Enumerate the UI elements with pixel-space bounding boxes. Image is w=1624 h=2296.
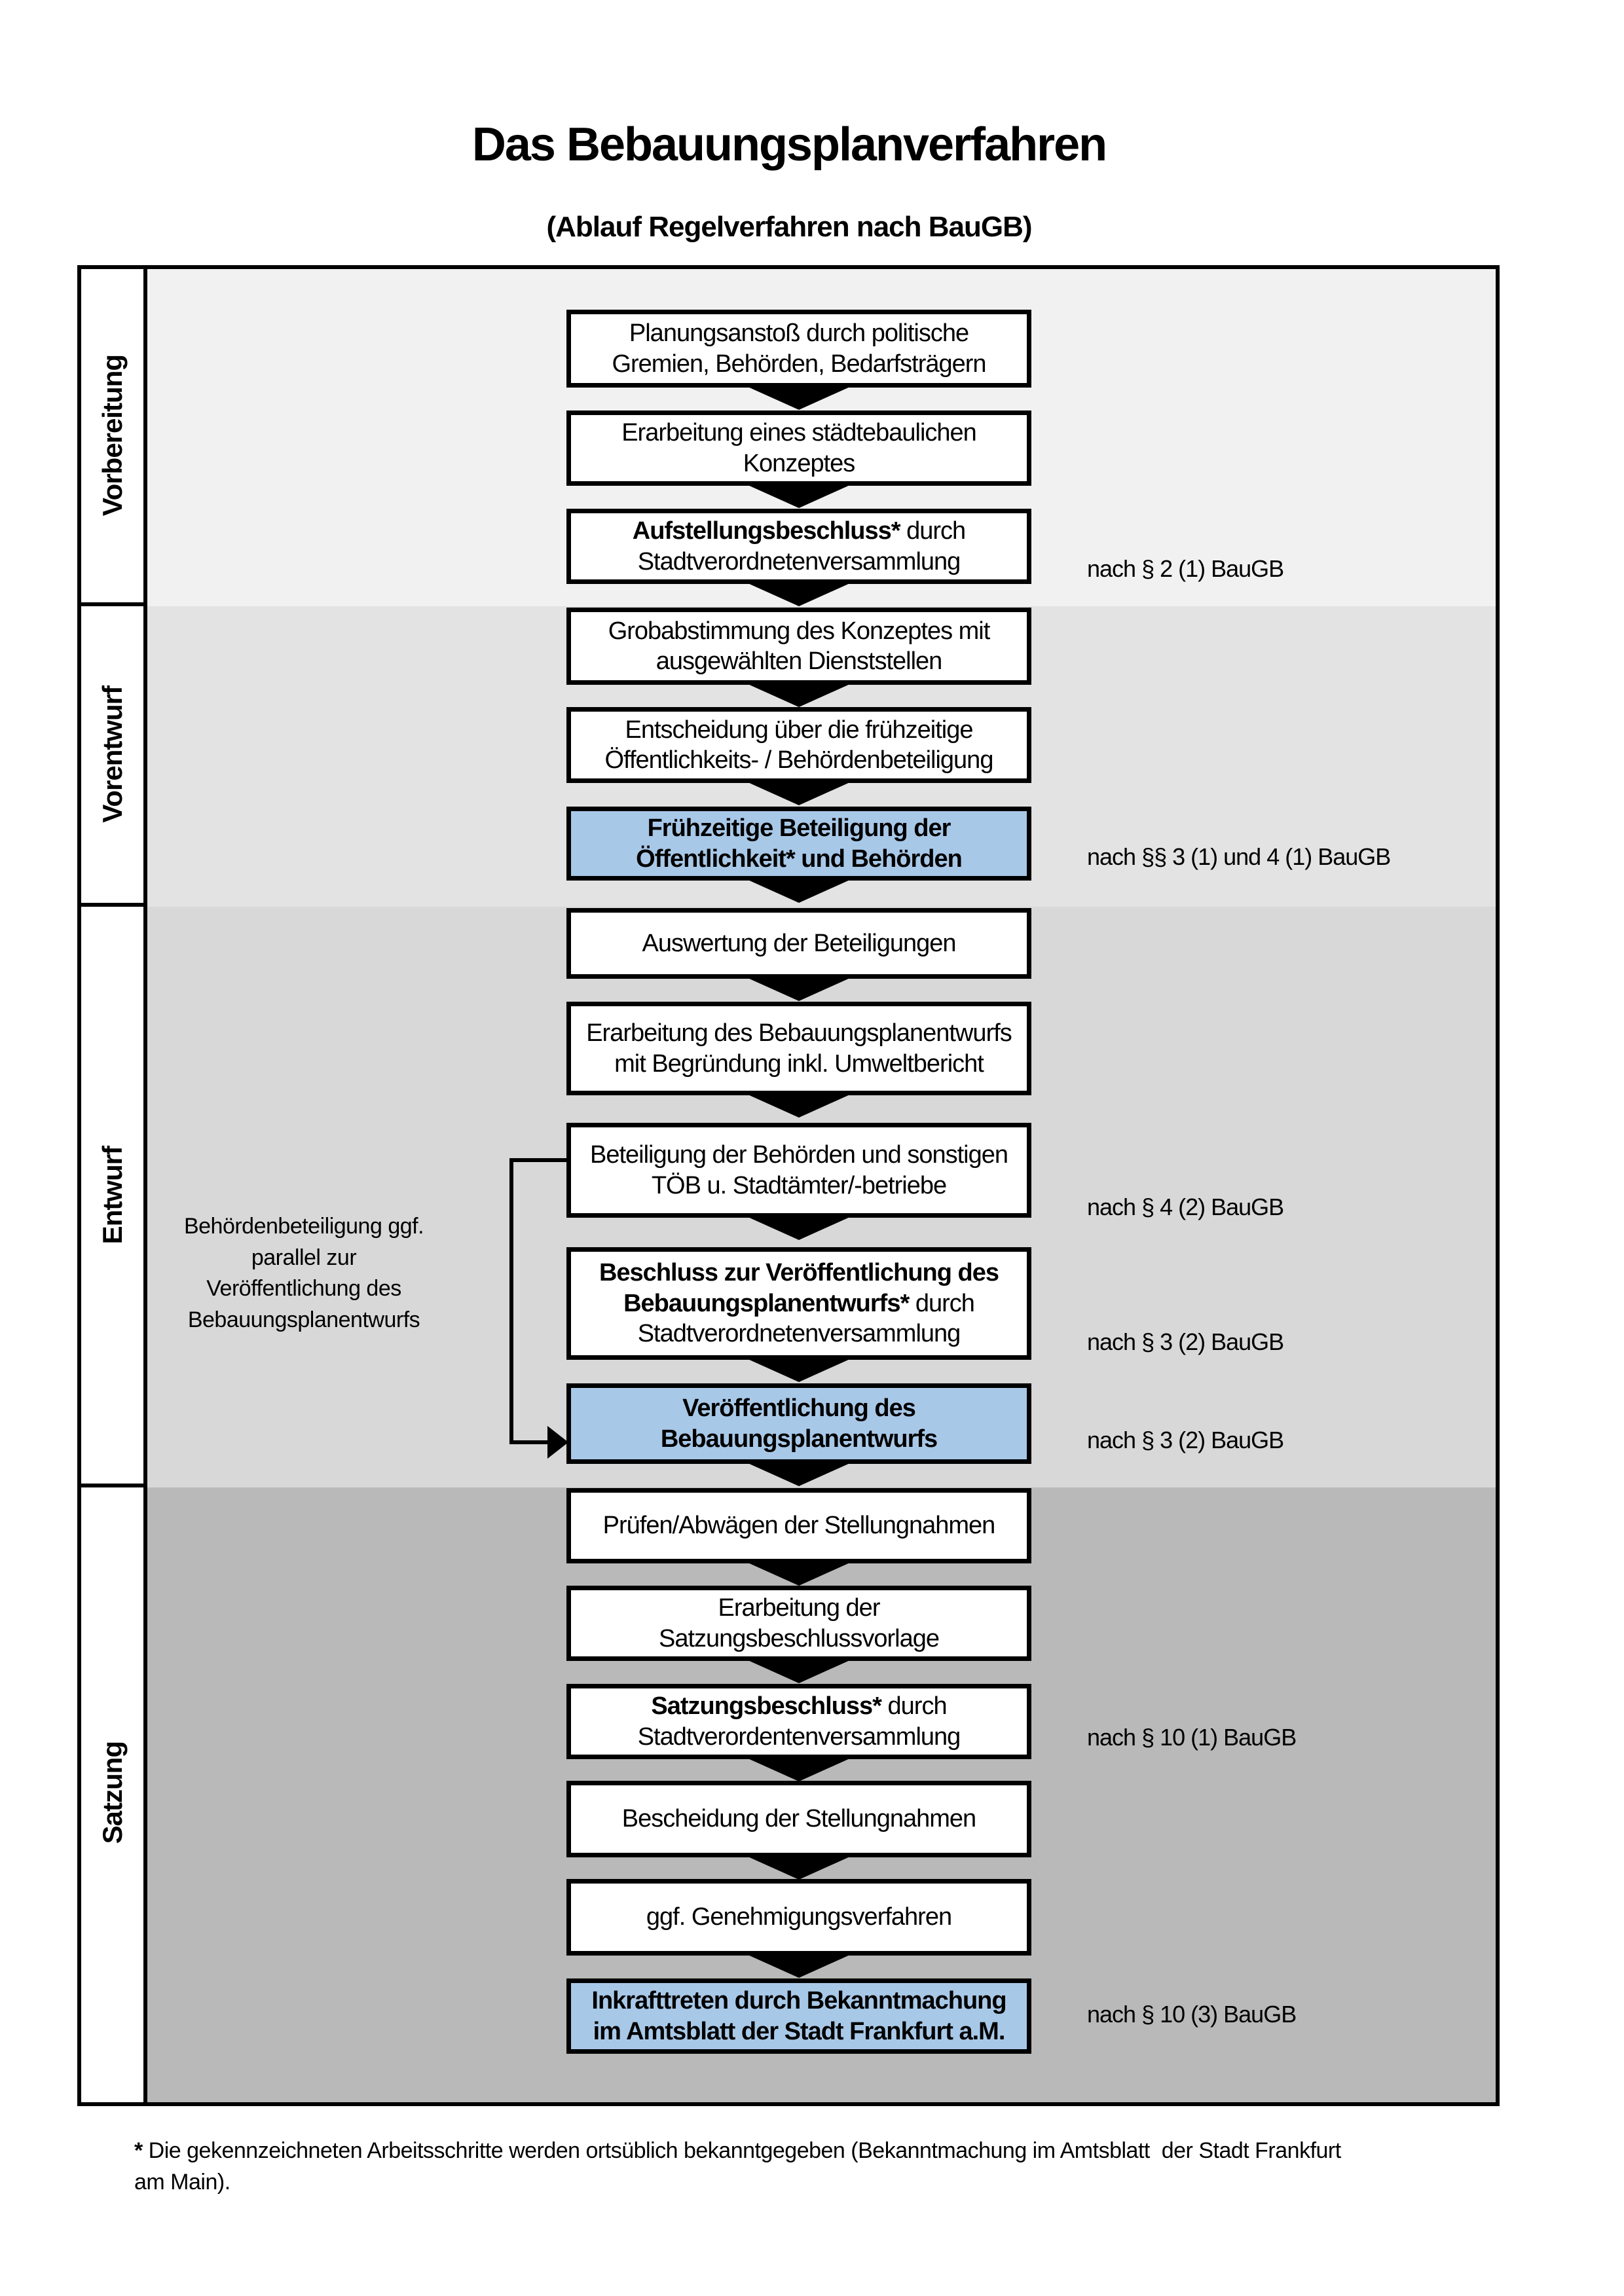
flow-box-text: Erarbeitung der Satzungsbeschlussvorlage: [658, 1594, 940, 1652]
page-subtitle: (Ablauf Regelverfahren nach BauGB): [546, 211, 1032, 243]
phase-label-entwurf: Entwurf: [96, 1146, 128, 1245]
flow-arrow-down-icon: [747, 1562, 851, 1586]
flow-box-text: Aufstellungsbeschluss* durch Stadtverord…: [632, 517, 966, 575]
legal-reference: nach §§ 3 (1) und 4 (1) BauGB: [1087, 843, 1391, 870]
flow-box-text: Veröffentlichung des Bebauungsplanentwur…: [660, 1394, 938, 1453]
flow-box-erarbeitung-entwurf: Erarbeitung des Bebauungsplanentwurfs mi…: [566, 1002, 1031, 1095]
connector-line-top: [509, 1158, 566, 1162]
connector-arrow-right-icon: [547, 1426, 568, 1459]
flow-arrow-down-icon: [747, 1216, 851, 1240]
legal-reference: nach § 10 (1) BauGB: [1087, 1724, 1297, 1751]
flow-box-planungsanstoss: Planungsanstoß durch politische Gremien,…: [566, 310, 1031, 388]
flow-arrow-down-icon: [747, 583, 851, 606]
flow-box-pruefen-abwaegen: Prüfen/Abwägen der Stellungnahmen: [566, 1488, 1031, 1563]
side-note-parallel-beteiligung: Behördenbeteiligung ggf. parallel zur Ve…: [183, 1214, 424, 1332]
legal-reference: nach § 10 (3) BauGB: [1087, 2001, 1297, 2028]
legal-reference: nach § 2 (1) BauGB: [1087, 555, 1284, 582]
flow-box-satzungsbeschluss: Satzungsbeschluss* durch Stadtverordente…: [566, 1684, 1031, 1759]
flow-box-aufstellungsbeschluss: Aufstellungsbeschluss* durch Stadtverord…: [566, 509, 1031, 584]
flow-box-grobabstimmung: Grobabstimmung des Konzeptes mit ausgewä…: [566, 608, 1031, 685]
phase-label-satzung: Satzung: [96, 1741, 128, 1844]
flow-box-text: Satzungsbeschluss* durch Stadtverordente…: [637, 1692, 961, 1751]
flow-box-text: Prüfen/Abwägen der Stellungnahmen: [602, 1512, 996, 1540]
flow-box-bescheidung: Bescheidung der Stellungnahmen: [566, 1781, 1031, 1857]
phase-cell-vorentwurf: Vorentwurf: [81, 606, 143, 907]
legal-reference: nach § 3 (2) BauGB: [1087, 1328, 1284, 1355]
connector-line-vertical: [509, 1158, 513, 1444]
flow-box-text: ggf. Genehmigungsverfahren: [646, 1903, 952, 1931]
flow-box-text: Beschluss zur Veröffentlichung des Bebau…: [599, 1259, 999, 1348]
flow-arrow-down-icon: [747, 1094, 851, 1118]
phase-cell-vorbereitung: Vorbereitung: [81, 269, 143, 606]
flow-box-satzungsbeschlussvorlage: Erarbeitung der Satzungsbeschlussvorlage: [566, 1586, 1031, 1661]
flow-box-text: Grobabstimmung des Konzeptes mit ausgewä…: [608, 617, 991, 675]
flow-box-veroeffentlichung: Veröffentlichung des Bebauungsplanentwur…: [566, 1383, 1031, 1464]
flow-box-inkrafttreten: Inkrafttreten durch Bekanntmachung im Am…: [566, 1978, 1031, 2054]
connector-line-bottom: [509, 1440, 549, 1444]
flow-box-text: Entscheidung über die frühzeitige Öffent…: [604, 716, 994, 774]
flow-arrow-down-icon: [747, 1463, 851, 1486]
flow-box-beschluss-veroeffentlichung: Beschluss zur Veröffentlichung des Bebau…: [566, 1247, 1031, 1360]
phase-label-vorbereitung: Vorbereitung: [96, 355, 128, 517]
legal-reference: nach § 3 (2) BauGB: [1087, 1427, 1284, 1453]
flow-box-genehmigungsverfahren: ggf. Genehmigungsverfahren: [566, 1879, 1031, 1956]
flow-box-auswertung: Auswertung der Beteiligungen: [566, 908, 1031, 979]
flow-arrow-down-icon: [747, 386, 851, 410]
flow-box-text: Planungsanstoß durch politische Gremien,…: [612, 319, 986, 378]
footnote: * Die gekennzeichneten Arbeitsschritte w…: [134, 2136, 1365, 2198]
flow-arrow-down-icon: [747, 683, 851, 707]
flow-arrow-down-icon: [747, 484, 851, 508]
flow-box-text: Auswertung der Beteiligungen: [642, 929, 956, 957]
flow-arrow-down-icon: [747, 879, 851, 903]
footnote-text: Die gekennzeichneten Arbeitsschritte wer…: [134, 2138, 1347, 2195]
flow-box-text: Erarbeitung des Bebauungsplanentwurfs mi…: [586, 1019, 1012, 1078]
flow-box-behoerdenbeteiligung: Beteiligung der Behörden und sonstigen T…: [566, 1123, 1031, 1218]
flow-box-text: Inkrafttreten durch Bekanntmachung im Am…: [591, 1987, 1006, 2045]
phase-label-vorentwurf: Vorentwurf: [96, 686, 128, 823]
flow-box-text: Beteiligung der Behörden und sonstigen T…: [589, 1141, 1008, 1199]
flow-arrow-down-icon: [747, 1856, 851, 1880]
phase-cell-satzung: Satzung: [81, 1487, 143, 2098]
phase-label-column: Vorbereitung Vorentwurf Entwurf Satzung: [81, 269, 147, 2102]
page-title: Das Bebauungsplanverfahren: [471, 118, 1107, 171]
flow-box-text: Erarbeitung eines städtebaulichen Konzep…: [621, 419, 977, 477]
flow-box-text: Frühzeitige Beteiligung der Öffentlichke…: [636, 814, 963, 873]
flow-arrow-down-icon: [747, 1660, 851, 1683]
phase-cell-entwurf: Entwurf: [81, 907, 143, 1487]
flow-box-entscheidung-beteiligung: Entscheidung über die frühzeitige Öffent…: [566, 707, 1031, 783]
flow-arrow-down-icon: [747, 1954, 851, 1978]
flow-arrow-down-icon: [747, 1758, 851, 1781]
footnote-asterisk: *: [134, 2138, 143, 2163]
flow-box-fruehzeitige-beteiligung: Frühzeitige Beteiligung der Öffentlichke…: [566, 807, 1031, 881]
legal-reference: nach § 4 (2) BauGB: [1087, 1194, 1284, 1220]
flow-arrow-down-icon: [747, 782, 851, 805]
flow-box-staedtebauliches-konzept: Erarbeitung eines städtebaulichen Konzep…: [566, 410, 1031, 486]
flow-arrow-down-icon: [747, 977, 851, 1001]
flow-arrow-down-icon: [747, 1358, 851, 1382]
flow-box-text: Bescheidung der Stellungnahmen: [621, 1805, 976, 1833]
